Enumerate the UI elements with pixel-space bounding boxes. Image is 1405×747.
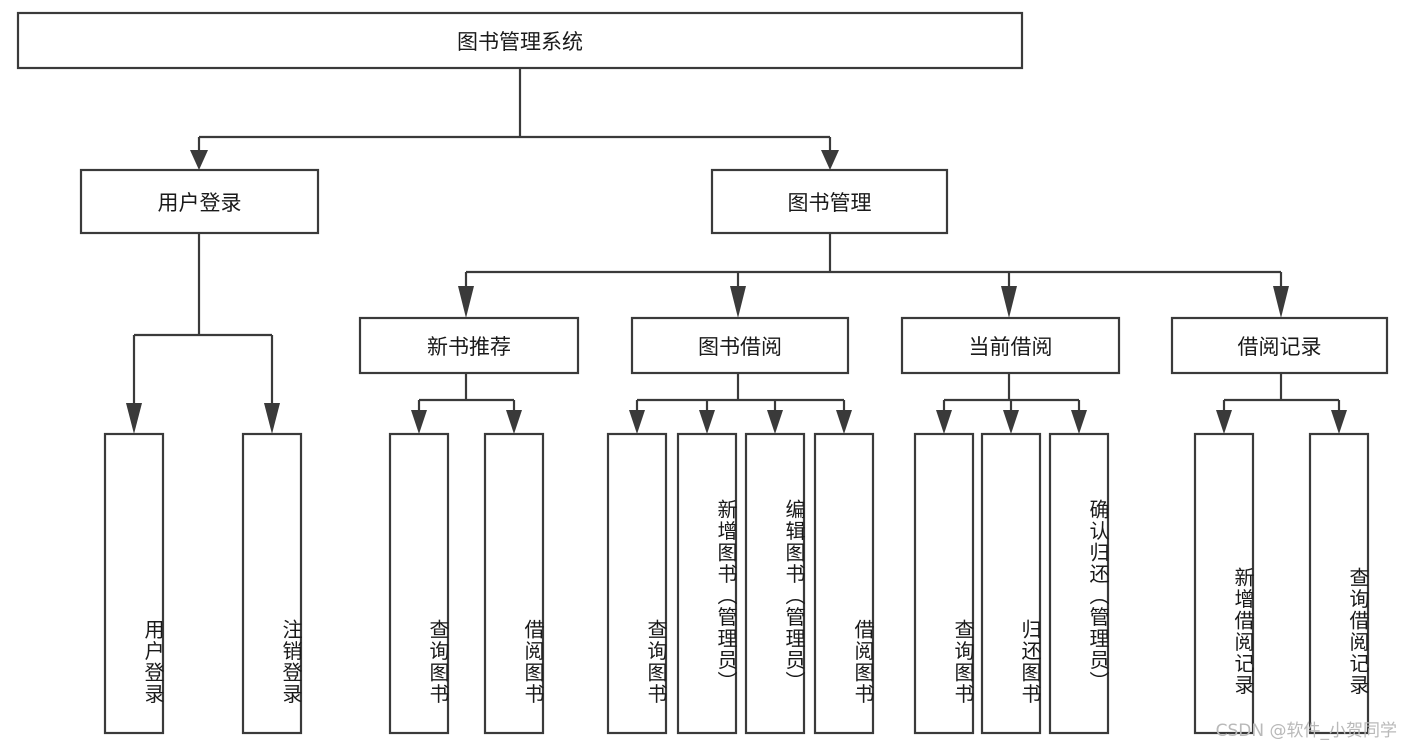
connectors-root-to-level1 <box>190 68 839 170</box>
node-box-leaf-add-record[interactable] <box>1193 432 1255 735</box>
node-box-leaf-add-book[interactable] <box>676 432 738 735</box>
node-box-leaf-query-book-3[interactable] <box>913 432 975 735</box>
node-box-root[interactable] <box>16 11 1024 70</box>
node-box-leaf-borrow-book-2[interactable] <box>813 432 875 735</box>
node-box-leaf-user-login[interactable] <box>103 432 165 735</box>
arrowhead-book-management <box>821 150 839 170</box>
node-box-new-book-recommend[interactable] <box>358 316 580 375</box>
node-box-leaf-return-book[interactable] <box>980 432 1042 735</box>
arrowhead-leaf-confirm-return <box>1071 410 1087 434</box>
arrowhead-leaf-query-record <box>1331 410 1347 434</box>
node-box-leaf-query-record[interactable] <box>1308 432 1370 735</box>
node-box-borrow-record[interactable] <box>1170 316 1389 375</box>
arrowhead-leaf-borrow-book-1 <box>506 410 522 434</box>
connectors-bookborrow-to-leaves <box>629 373 852 434</box>
arrowhead-leaf-return-book <box>1003 410 1019 434</box>
arrowhead-leaf-query-book-2 <box>629 410 645 434</box>
node-box-leaf-borrow-book-1[interactable] <box>483 432 545 735</box>
arrowhead-leaf-add-book <box>699 410 715 434</box>
node-box-leaf-logout[interactable] <box>241 432 303 735</box>
node-box-leaf-edit-book[interactable] <box>744 432 806 735</box>
arrowhead-book-borrow <box>730 286 746 318</box>
connectors-newbook-to-leaves <box>411 373 522 434</box>
connectors-borrowrecord-to-leaves <box>1216 373 1347 434</box>
arrowhead-leaf-user-login <box>126 403 142 434</box>
arrowhead-new-book-recommend <box>458 286 474 318</box>
node-box-leaf-query-book-2[interactable] <box>606 432 668 735</box>
arrowhead-borrow-record <box>1273 286 1289 318</box>
arrowhead-leaf-logout <box>264 403 280 434</box>
arrowhead-leaf-query-book-3 <box>936 410 952 434</box>
node-box-leaf-query-book-1[interactable] <box>388 432 450 735</box>
arrowhead-current-borrow <box>1001 286 1017 318</box>
connectors-userlogin-to-leaves <box>126 233 280 434</box>
arrowhead-leaf-query-book-1 <box>411 410 427 434</box>
node-box-user-login[interactable] <box>79 168 320 235</box>
arrowhead-leaf-add-record <box>1216 410 1232 434</box>
node-box-leaf-confirm-return[interactable] <box>1048 432 1110 735</box>
arrowhead-leaf-borrow-book-2 <box>836 410 852 434</box>
connectors-currentborrow-to-leaves <box>936 373 1087 434</box>
arrowhead-leaf-edit-book <box>767 410 783 434</box>
connectors-bookmgmt-to-level2 <box>458 233 1289 318</box>
arrowhead-user-login <box>190 150 208 170</box>
node-box-book-borrow[interactable] <box>630 316 850 375</box>
node-box-current-borrow[interactable] <box>900 316 1121 375</box>
node-box-book-management[interactable] <box>710 168 949 235</box>
